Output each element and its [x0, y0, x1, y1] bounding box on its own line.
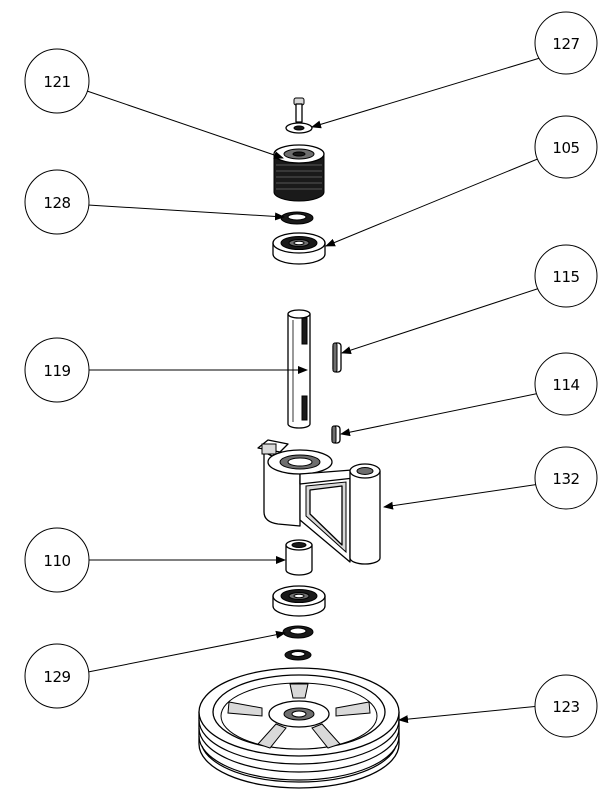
callout-121: 121 — [24, 48, 90, 114]
callout-label-123: 123 — [552, 698, 579, 716]
callout-123: 123 — [534, 674, 598, 738]
leader-lines — [86, 57, 541, 724]
callout-label-128: 128 — [43, 194, 70, 212]
part-115-key — [332, 342, 342, 373]
part-110-bushing — [285, 539, 313, 576]
callout-114: 114 — [534, 352, 598, 416]
leader-114 — [340, 392, 541, 437]
part-lower-bearing — [272, 585, 326, 617]
part-127-bolt-washer — [285, 97, 313, 134]
part-132-bracket — [257, 439, 381, 565]
part-121-roller — [273, 144, 325, 202]
part-119-shaft — [287, 309, 311, 429]
callout-128: 128 — [24, 169, 90, 235]
part-105-bearing — [272, 232, 326, 265]
callout-label-119: 119 — [43, 362, 70, 380]
part-114-key — [331, 425, 341, 444]
callout-label-129: 129 — [43, 668, 70, 686]
callout-127: 127 — [534, 11, 598, 75]
callout-132: 132 — [534, 446, 598, 510]
part-123-pulley — [198, 667, 400, 789]
leader-123 — [398, 705, 541, 724]
callout-label-121: 121 — [43, 73, 70, 91]
leader-115 — [341, 287, 541, 354]
callout-label-115: 115 — [552, 268, 579, 286]
leader-121 — [86, 90, 284, 159]
callout-115: 115 — [534, 244, 598, 308]
callout-110: 110 — [24, 527, 90, 593]
leader-129 — [87, 630, 286, 673]
callout-label-127: 127 — [552, 35, 579, 53]
callout-label-114: 114 — [552, 376, 579, 394]
part-128-washer — [280, 211, 314, 225]
leader-105 — [325, 157, 541, 247]
callout-129: 129 — [24, 643, 90, 709]
callout-label-132: 132 — [552, 470, 579, 488]
part-129-washers — [282, 625, 314, 661]
leader-127 — [311, 57, 541, 129]
callout-label-105: 105 — [552, 139, 579, 157]
callout-119: 119 — [24, 337, 90, 403]
leader-128 — [87, 204, 285, 221]
callout-label-110: 110 — [43, 552, 70, 570]
callout-105: 105 — [534, 115, 598, 179]
leader-132 — [383, 483, 541, 510]
